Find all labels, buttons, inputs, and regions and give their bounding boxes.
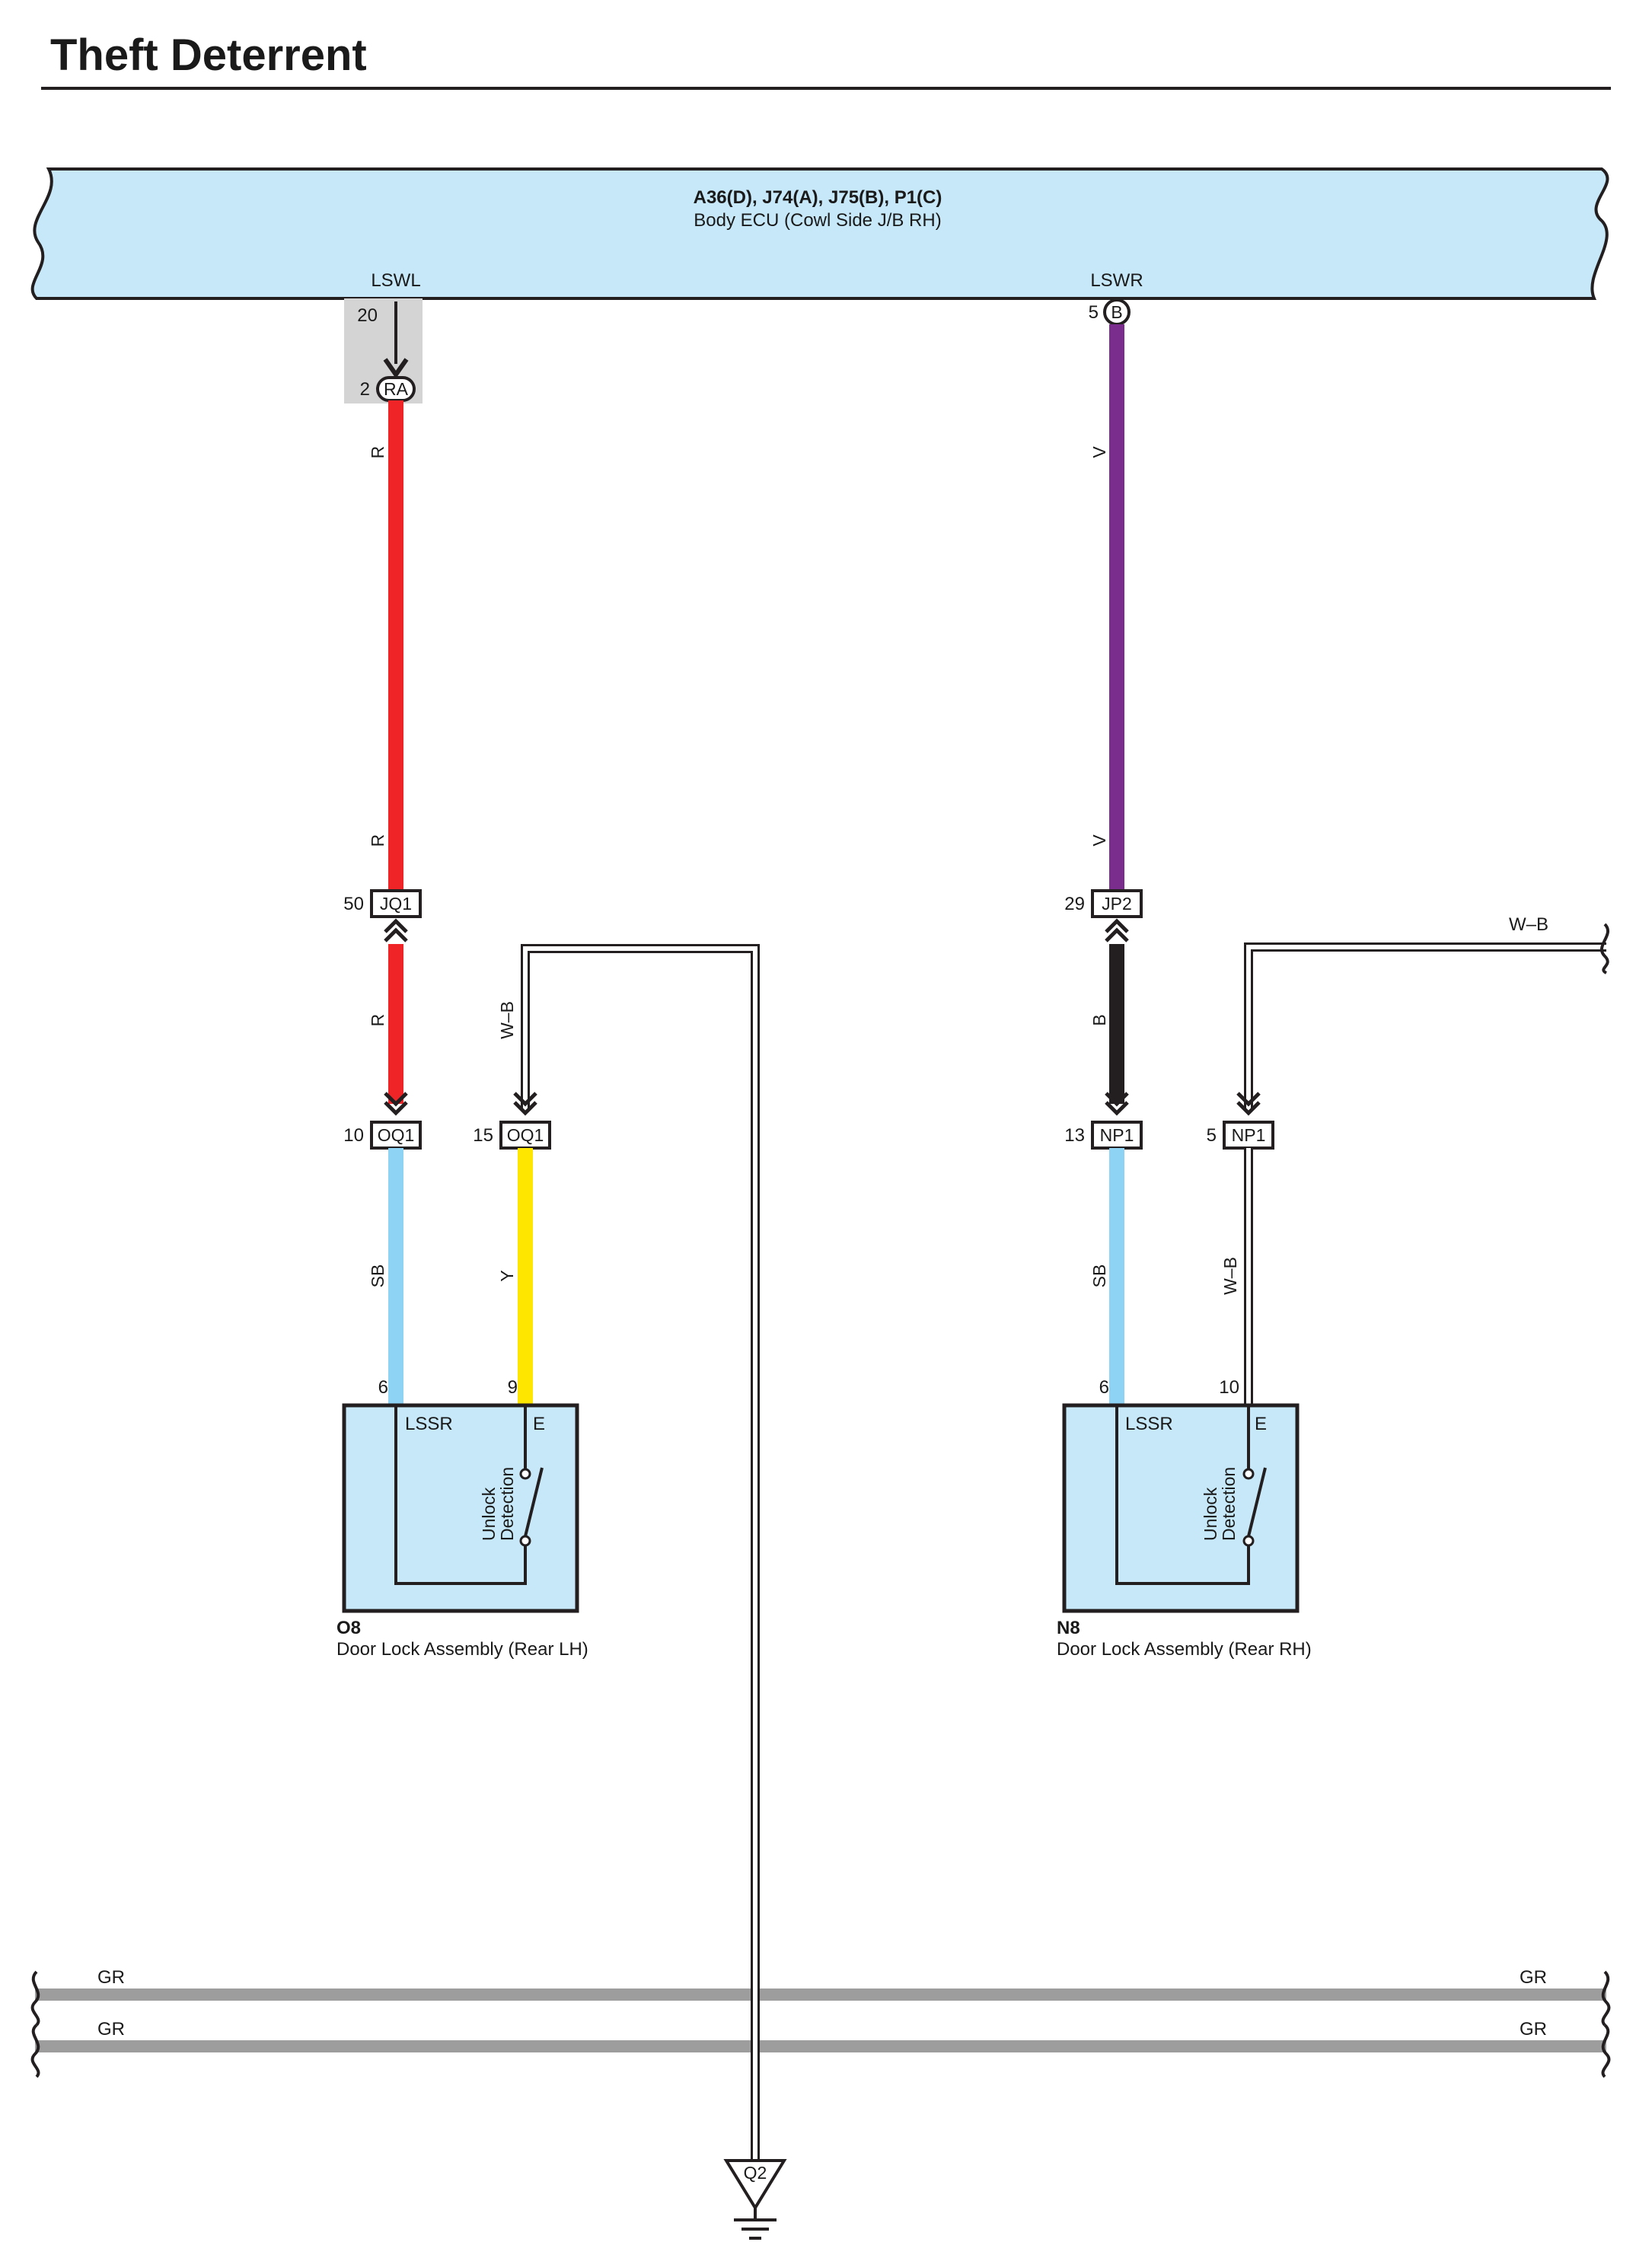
ra-pin-top: 20 bbox=[357, 305, 378, 326]
oq1b-id: OQ1 bbox=[507, 1125, 544, 1145]
np1b-shape bbox=[1223, 1121, 1274, 1150]
wire-y-label: Y bbox=[497, 1270, 517, 1281]
oq1a-pin: 10 bbox=[343, 1125, 364, 1146]
wire-wb-right-upper[interactable] bbox=[1244, 942, 1606, 1108]
o8-label-lssr: LSSR bbox=[405, 1414, 453, 1434]
wire-sb-label-left: SB bbox=[368, 1265, 387, 1288]
b-id: B bbox=[1111, 302, 1122, 322]
jp2-shape bbox=[1091, 889, 1143, 918]
gr2-left-break-icon bbox=[30, 2024, 40, 2078]
jp2-id: JP2 bbox=[1102, 894, 1132, 914]
n8-label-lssr: LSSR bbox=[1125, 1414, 1173, 1434]
wire-wb-ground-left-core bbox=[523, 946, 757, 2161]
wire-wb-right-upper-core bbox=[1246, 945, 1606, 1108]
ra-id: RA bbox=[384, 379, 409, 399]
ecu-pin-lswl: LSWL bbox=[371, 270, 420, 291]
connector-ra[interactable]: RA 2 bbox=[360, 376, 416, 402]
n8-code: N8 bbox=[1057, 1618, 1080, 1638]
n8-name: Door Lock Assembly (Rear RH) bbox=[1057, 1639, 1312, 1660]
o8-code: O8 bbox=[336, 1618, 361, 1638]
wire-v-label-2: V bbox=[1089, 834, 1109, 847]
wire-b-label: B bbox=[1089, 1014, 1109, 1025]
oq1b-pin: 15 bbox=[473, 1125, 493, 1146]
jq1-shape bbox=[370, 889, 422, 918]
jq1-pin: 50 bbox=[343, 894, 364, 914]
wire-v-label-1: V bbox=[1089, 446, 1109, 458]
wire-r-label-3: R bbox=[368, 1014, 387, 1027]
wb-break-icon bbox=[1599, 923, 1610, 974]
o8-switch-contact-bottom bbox=[519, 1535, 531, 1547]
wire-wb-label-left: W–B bbox=[497, 1001, 517, 1039]
ecu-body-shape bbox=[30, 167, 1609, 300]
wire-gr-label-1r: GR bbox=[1520, 1967, 1547, 1988]
oq1a-id: OQ1 bbox=[378, 1125, 415, 1145]
ground-triangle bbox=[723, 2159, 787, 2211]
page-title: Theft Deterrent bbox=[50, 30, 367, 80]
o8-pin-lssr: 6 bbox=[378, 1377, 388, 1398]
connector-b[interactable]: B 5 bbox=[1089, 298, 1131, 326]
connector-oq1-pin10[interactable]: OQ1 10 bbox=[343, 1121, 422, 1150]
connector-np1-pin5[interactable]: NP1 5 bbox=[1207, 1121, 1274, 1150]
wire-sb-label-right: SB bbox=[1089, 1265, 1109, 1288]
wire-gr-label-2l: GR bbox=[97, 2019, 125, 2040]
np1a-pin: 13 bbox=[1064, 1125, 1085, 1146]
np1b-pin: 5 bbox=[1207, 1125, 1217, 1146]
connector-jp2[interactable]: JP2 29 bbox=[1064, 889, 1143, 918]
gr2-right-break-icon bbox=[1601, 2024, 1611, 2078]
np1b-down-chevron-icon bbox=[1236, 1092, 1261, 1116]
o8-switch-contact-top bbox=[519, 1468, 531, 1480]
o8-switch-blade bbox=[524, 1467, 544, 1537]
ecu-pin-lswr: LSWR bbox=[1090, 270, 1143, 291]
n8-pin-lssr: 6 bbox=[1099, 1377, 1109, 1398]
n8-switch-label-2: Detection bbox=[1219, 1467, 1239, 1541]
door-lock-rear-rh[interactable]: 6 10 LSSR E Unlock Detection N8 Door Loc… bbox=[1057, 1377, 1312, 1660]
wire-wb-label-right-top: W–B bbox=[1509, 914, 1548, 935]
wire-r-label-1: R bbox=[368, 446, 387, 459]
o8-name: Door Lock Assembly (Rear LH) bbox=[336, 1639, 588, 1660]
o8-internal-wire bbox=[394, 1405, 527, 1585]
wire-gr-label-2r: GR bbox=[1520, 2019, 1547, 2040]
o8-box bbox=[342, 1403, 579, 1613]
np1a-shape bbox=[1091, 1121, 1143, 1150]
n8-box bbox=[1062, 1403, 1300, 1613]
oq1b-down-chevron-icon bbox=[513, 1092, 537, 1116]
wire-wb-label-right: W–B bbox=[1220, 1257, 1240, 1295]
wire-gr-label-1l: GR bbox=[97, 1967, 125, 1988]
n8-internal-wire bbox=[1115, 1405, 1250, 1585]
gr1-right-break-icon bbox=[1601, 1970, 1611, 2027]
o8-switch-label-1: Unlock bbox=[479, 1487, 499, 1541]
n8-switch-contact-bottom bbox=[1242, 1535, 1255, 1547]
connector-jq1[interactable]: JQ1 50 bbox=[343, 889, 422, 918]
body-ecu[interactable]: A36(D), J74(A), J75(B), P1(C) Body ECU (… bbox=[30, 167, 1609, 300]
n8-switch-label-1: Unlock bbox=[1201, 1487, 1220, 1541]
n8-pin-e: 10 bbox=[1219, 1377, 1239, 1398]
connector-np1-pin13[interactable]: NP1 13 bbox=[1064, 1121, 1143, 1150]
ground-id: Q2 bbox=[744, 2163, 767, 2183]
n8-switch-blade bbox=[1247, 1467, 1267, 1537]
jq1-id: JQ1 bbox=[380, 894, 412, 914]
n8-switch-contact-top bbox=[1242, 1468, 1255, 1480]
connector-oq1-pin15[interactable]: OQ1 15 bbox=[473, 1121, 551, 1150]
np1a-down-chevron-icon bbox=[1105, 1092, 1129, 1116]
b-pin: 5 bbox=[1089, 302, 1099, 323]
wire-r-label-2: R bbox=[368, 834, 387, 847]
ground-q2[interactable]: Q2 bbox=[723, 2159, 787, 2240]
jp2-pin: 29 bbox=[1064, 894, 1085, 914]
jq1-up-chevron-icon bbox=[384, 918, 408, 942]
ecu-connector-ids: A36(D), J74(A), J75(B), P1(C) bbox=[694, 187, 942, 208]
np1b-id: NP1 bbox=[1232, 1125, 1266, 1145]
gr1-left-break-icon bbox=[30, 1970, 40, 2027]
jp2-up-chevron-icon bbox=[1105, 918, 1129, 942]
o8-switch-label-2: Detection bbox=[497, 1467, 517, 1541]
oq1a-down-chevron-icon bbox=[384, 1092, 408, 1116]
door-lock-rear-lh[interactable]: 6 9 LSSR E Unlock Detection O8 Door Lock… bbox=[336, 1377, 588, 1660]
ra-arrow-icon bbox=[383, 358, 409, 379]
o8-label-e: E bbox=[533, 1414, 545, 1434]
np1a-id: NP1 bbox=[1100, 1125, 1134, 1145]
n8-label-e: E bbox=[1255, 1414, 1267, 1434]
o8-pin-e: 9 bbox=[508, 1377, 518, 1398]
ecu-name: Body ECU (Cowl Side J/B RH) bbox=[694, 210, 941, 231]
ra-pin: 2 bbox=[360, 379, 370, 400]
